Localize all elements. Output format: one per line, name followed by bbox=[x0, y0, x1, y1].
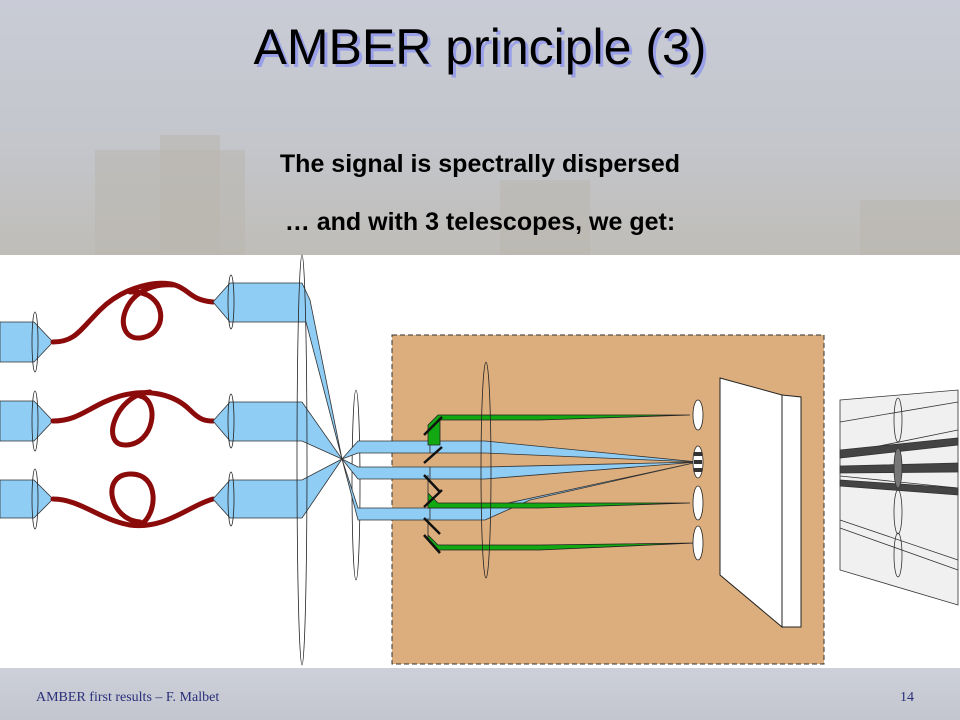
optical-fibers bbox=[50, 280, 216, 529]
beam-splitter-mirrors bbox=[423, 416, 443, 554]
detector-spots bbox=[692, 399, 704, 561]
slide-title: AMBER principle (3) bbox=[253, 19, 707, 75]
focusing-lens bbox=[296, 254, 308, 666]
subtitle-dispersed: The signal is spectrally dispersed bbox=[279, 150, 681, 178]
photometric-beams bbox=[427, 414, 696, 551]
footer-bar bbox=[0, 668, 960, 720]
spatial-filter-lens bbox=[351, 389, 361, 581]
background-photo bbox=[0, 0, 960, 255]
subtitle-three-telescopes: … and with 3 telescopes, we get: bbox=[284, 208, 676, 236]
page-number: 14 bbox=[900, 690, 914, 705]
dispersing-panel bbox=[719, 377, 802, 629]
footer-author: AMBER first results – F. Malbet bbox=[36, 690, 220, 705]
input-beams bbox=[0, 321, 54, 519]
collimator-lenses bbox=[227, 254, 361, 666]
detector-image bbox=[839, 389, 959, 606]
anamorphic-lens bbox=[480, 361, 492, 579]
input-lenses bbox=[31, 311, 39, 530]
fringe-marks bbox=[694, 452, 702, 472]
